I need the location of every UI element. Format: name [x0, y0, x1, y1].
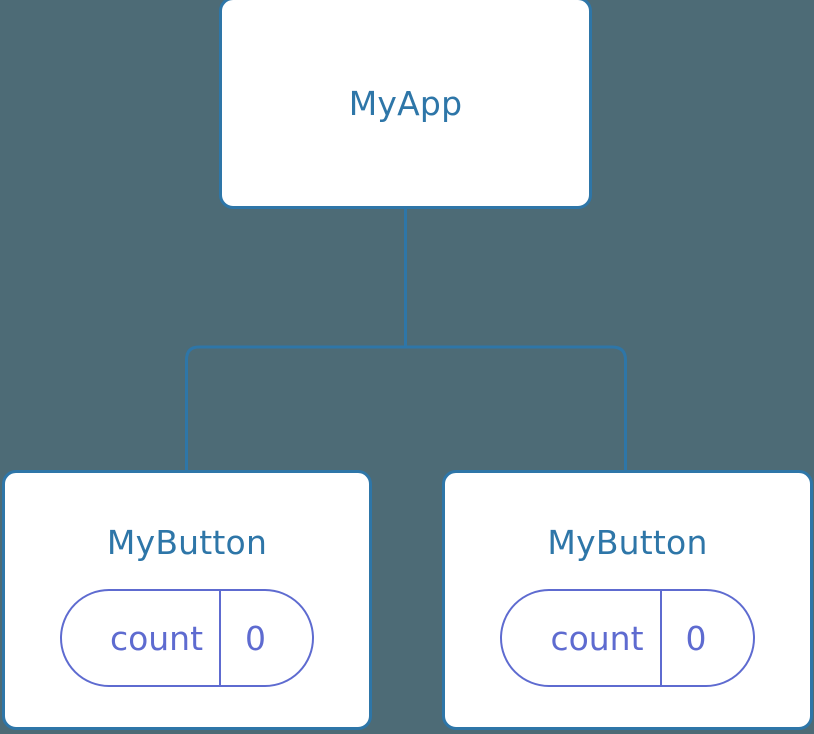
state-pill-key: count: [109, 618, 204, 658]
state-pill-key-cell: count: [62, 591, 222, 685]
node-child-mybutton-1[interactable]: MyButton count 0: [2, 470, 372, 730]
edge-root-to-child-right: [405, 345, 627, 472]
node-root-label: MyApp: [348, 83, 463, 123]
state-pill-count[interactable]: count 0: [500, 589, 755, 687]
state-pill-key: count: [550, 618, 644, 658]
node-child-label: MyButton: [106, 523, 268, 562]
state-pill-count[interactable]: count 0: [59, 589, 315, 687]
edge-root-to-child-left: [185, 345, 406, 472]
state-pill-value: 0: [245, 618, 267, 658]
state-pill-value-cell: 0: [221, 591, 312, 685]
state-pill-value-cell: 0: [662, 591, 753, 685]
node-root-myapp[interactable]: MyApp: [219, 0, 592, 209]
node-child-label: MyButton: [547, 523, 708, 562]
state-pill-key-cell: count: [502, 591, 662, 685]
node-child-mybutton-2[interactable]: MyButton count 0: [442, 470, 813, 730]
state-pill-value: 0: [685, 618, 707, 658]
